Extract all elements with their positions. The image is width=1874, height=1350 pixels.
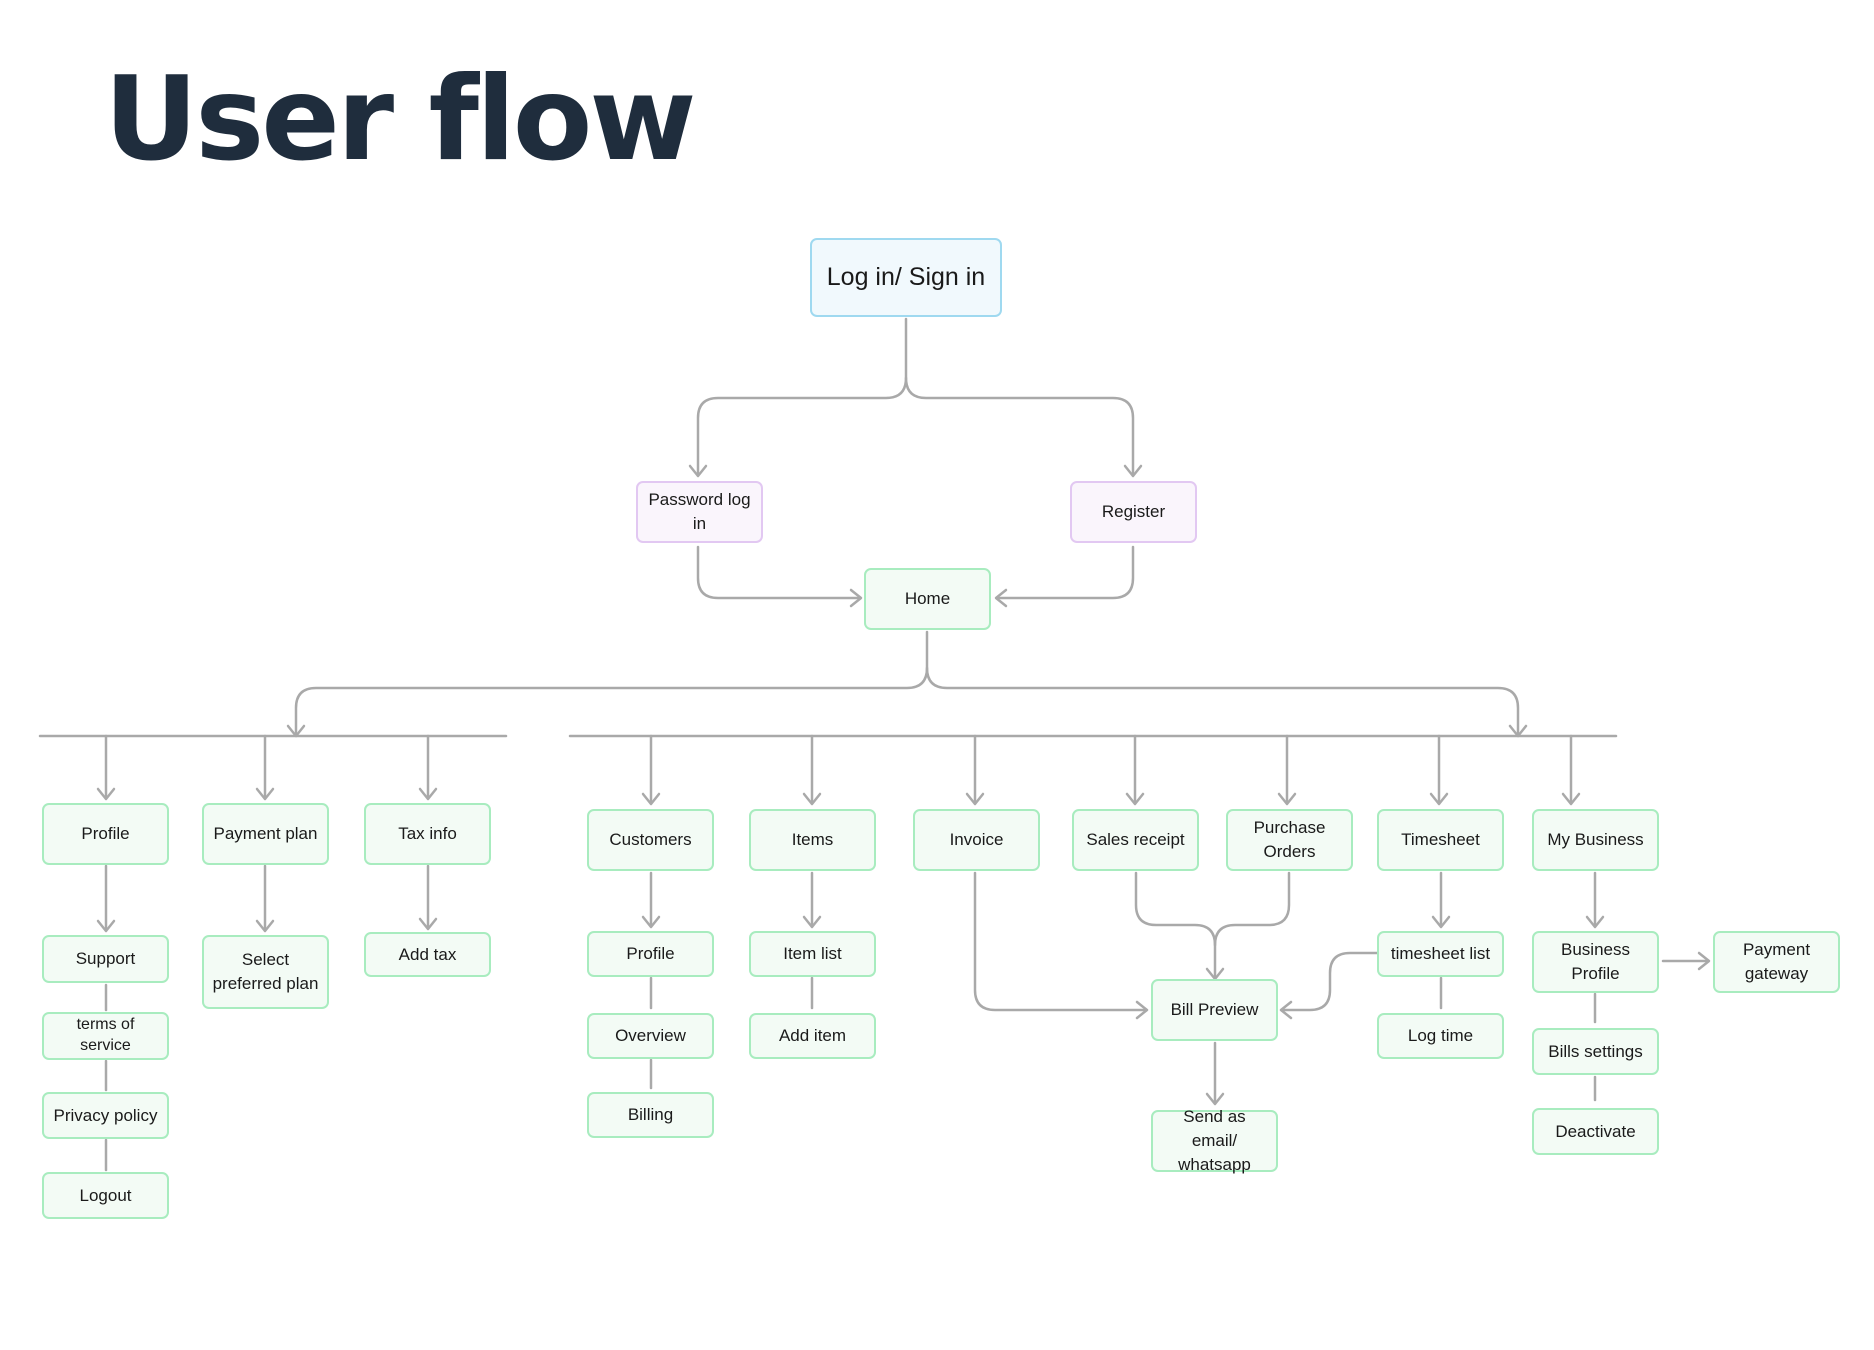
profile-node[interactable]: Profile bbox=[42, 803, 169, 865]
invoice-node[interactable]: Invoice bbox=[913, 809, 1040, 871]
business-profile-node[interactable]: Business Profile bbox=[1532, 931, 1659, 993]
select-preferred-plan-node[interactable]: Select preferred plan bbox=[202, 935, 329, 1009]
connector-purchase-bill bbox=[1213, 871, 1291, 947]
billing-node[interactable]: Billing bbox=[587, 1092, 714, 1138]
overview-node[interactable]: Overview bbox=[587, 1013, 714, 1059]
login-node[interactable]: Log in/ Sign in bbox=[810, 238, 1002, 317]
page-title: User flow bbox=[104, 52, 697, 187]
arrowhead bbox=[849, 588, 863, 608]
home-node[interactable]: Home bbox=[864, 568, 991, 630]
bills-settings-node[interactable]: Bills settings bbox=[1532, 1028, 1659, 1075]
connector-login-register bbox=[904, 376, 1135, 476]
connector-login bbox=[696, 317, 908, 476]
logout-node[interactable]: Logout bbox=[42, 1172, 169, 1219]
connector-invoice-bill bbox=[973, 871, 1147, 1012]
payment-gateway-node[interactable]: Payment gateway bbox=[1713, 931, 1840, 993]
add-tax-node[interactable]: Add tax bbox=[364, 932, 491, 977]
terms-of-service-node[interactable]: terms of service bbox=[42, 1012, 169, 1060]
deactivate-node[interactable]: Deactivate bbox=[1532, 1108, 1659, 1155]
my-business-node[interactable]: My Business bbox=[1532, 809, 1659, 871]
arrowhead bbox=[1123, 464, 1143, 478]
customers-node[interactable]: Customers bbox=[587, 809, 714, 871]
register-node[interactable]: Register bbox=[1070, 481, 1197, 543]
arrowhead bbox=[688, 464, 708, 478]
arrowhead bbox=[994, 588, 1008, 608]
support-node[interactable]: Support bbox=[42, 935, 169, 983]
items-node[interactable]: Items bbox=[749, 809, 876, 871]
timesheet-node[interactable]: Timesheet bbox=[1377, 809, 1504, 871]
connector-register-home bbox=[996, 545, 1135, 600]
purchase-orders-node[interactable]: Purchase Orders bbox=[1226, 809, 1353, 871]
item-list-node[interactable]: Item list bbox=[749, 931, 876, 977]
privacy-policy-node[interactable]: Privacy policy bbox=[42, 1092, 169, 1139]
timesheet-list-node[interactable]: timesheet list bbox=[1377, 931, 1504, 977]
connector-timesheet-bill bbox=[1281, 951, 1379, 1012]
connector-password-home bbox=[696, 545, 861, 600]
payment-plan-node[interactable]: Payment plan bbox=[202, 803, 329, 865]
send-email-whatsapp-node[interactable]: Send as email/ whatsapp bbox=[1151, 1107, 1278, 1174]
add-item-node[interactable]: Add item bbox=[749, 1013, 876, 1059]
connector-sales-bill bbox=[1134, 871, 1217, 979]
connector-home bbox=[294, 630, 929, 736]
connector-home-right bbox=[925, 666, 1520, 736]
password-login-node[interactable]: Password log in bbox=[636, 481, 763, 543]
tax-info-node[interactable]: Tax info bbox=[364, 803, 491, 865]
bill-preview-node[interactable]: Bill Preview bbox=[1151, 979, 1278, 1041]
log-time-node[interactable]: Log time bbox=[1377, 1013, 1504, 1059]
customer-profile-node[interactable]: Profile bbox=[587, 931, 714, 977]
sales-receipt-node[interactable]: Sales receipt bbox=[1072, 809, 1199, 871]
